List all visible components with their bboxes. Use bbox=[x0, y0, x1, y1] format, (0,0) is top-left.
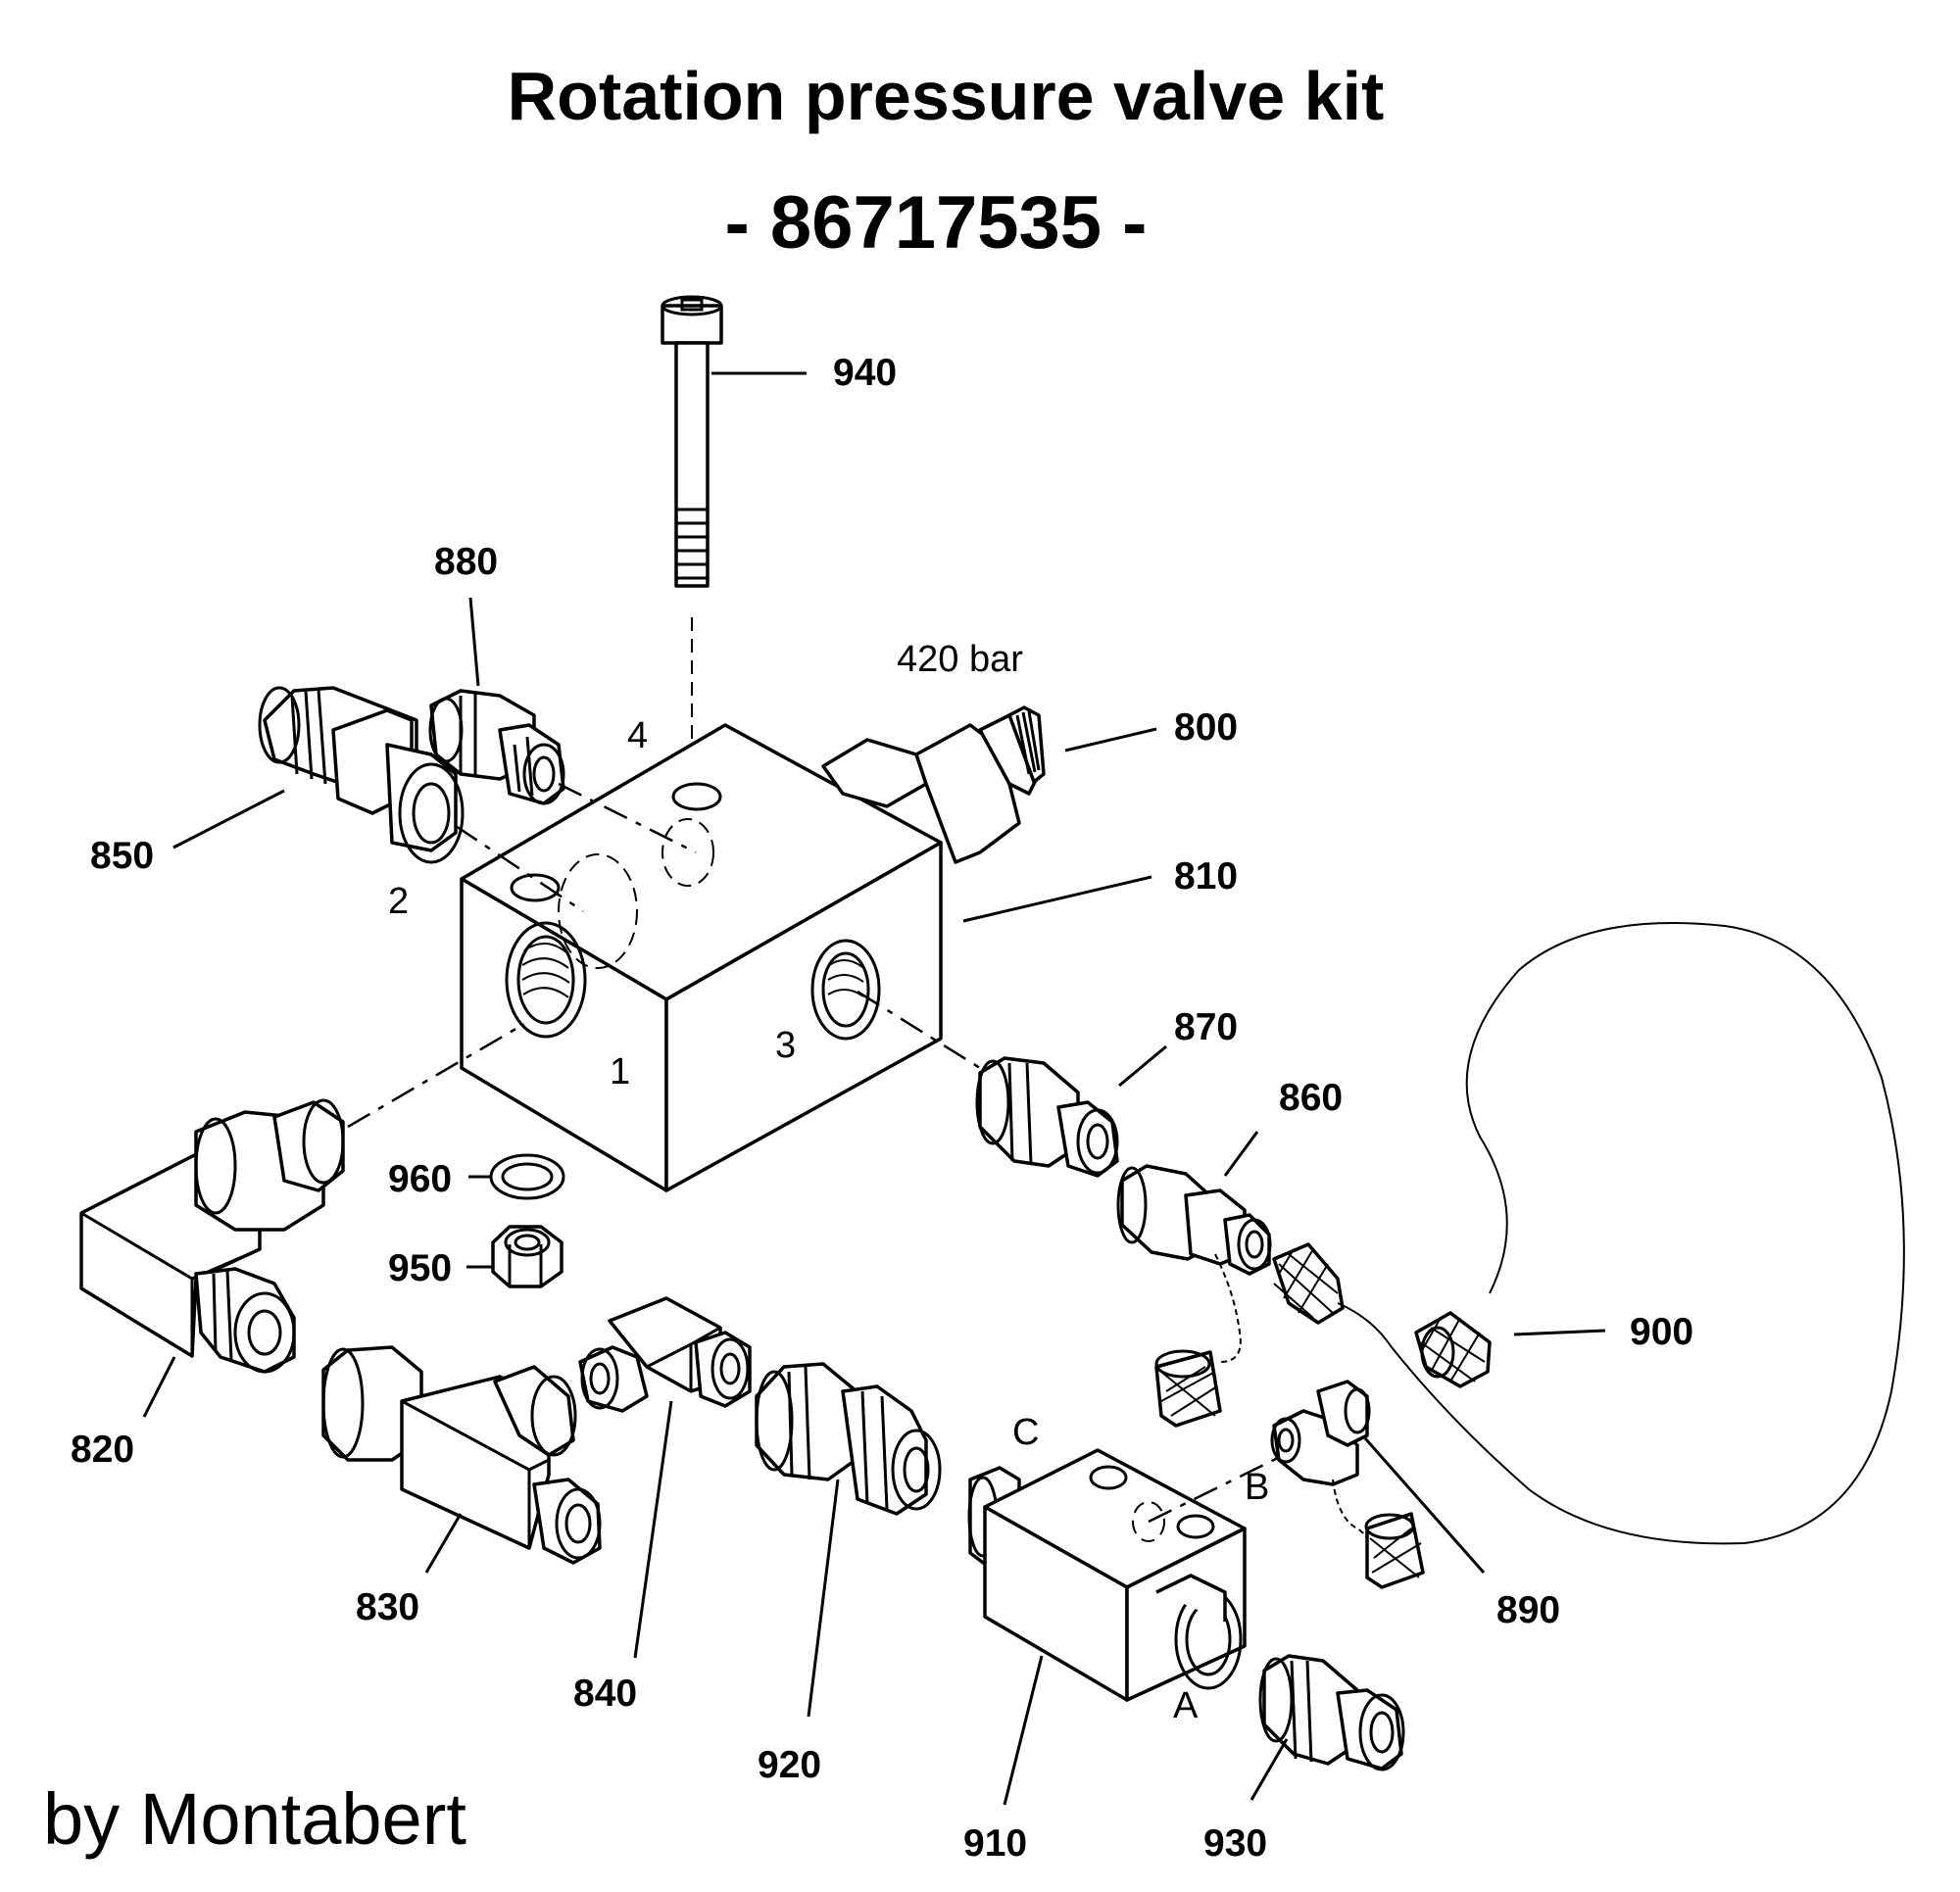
elbow-fitting-840 bbox=[578, 1296, 752, 1413]
port-label-A: A bbox=[1173, 1685, 1199, 1726]
tee-fitting-830 bbox=[321, 1345, 602, 1565]
washer-960 bbox=[489, 1153, 565, 1200]
test-coupling-860 bbox=[1116, 1164, 1272, 1428]
part-number: - 86717535 - bbox=[725, 181, 1148, 265]
callout-890: 890 bbox=[1496, 1589, 1560, 1631]
callout-880: 880 bbox=[434, 541, 498, 583]
callout-820: 820 bbox=[71, 1429, 134, 1471]
callout-950: 950 bbox=[388, 1247, 452, 1289]
port-label-B: B bbox=[1245, 1467, 1269, 1508]
callout-800: 800 bbox=[1174, 706, 1238, 749]
callout-870: 870 bbox=[1174, 1006, 1238, 1048]
nut-950 bbox=[491, 1225, 564, 1288]
fitting-880 bbox=[428, 689, 565, 805]
callout-920: 920 bbox=[758, 1744, 821, 1786]
valve-block-810 bbox=[460, 723, 943, 1192]
pressure-setting-note: 420 bar bbox=[897, 639, 1023, 680]
port-label-C: C bbox=[1012, 1412, 1039, 1453]
test-coupling-890 bbox=[1270, 1380, 1425, 1589]
elbow-fitting-820 bbox=[79, 1098, 345, 1374]
bolt-940 bbox=[661, 295, 723, 794]
leader-lines bbox=[142, 371, 1606, 1806]
test-block-910 bbox=[967, 1448, 1247, 1702]
port-label-1: 1 bbox=[610, 1051, 630, 1092]
port-label-3: 3 bbox=[775, 1025, 796, 1066]
callout-960: 960 bbox=[388, 1158, 452, 1200]
callout-860: 860 bbox=[1279, 1077, 1343, 1119]
port-label-2: 2 bbox=[388, 881, 409, 922]
callout-940: 940 bbox=[833, 352, 897, 394]
pressure-valve-800 bbox=[821, 705, 1046, 864]
fitting-930 bbox=[1258, 1654, 1405, 1771]
callout-810: 810 bbox=[1174, 855, 1238, 897]
port-label-4: 4 bbox=[627, 715, 648, 756]
callout-900: 900 bbox=[1630, 1311, 1693, 1353]
callout-830: 830 bbox=[356, 1586, 419, 1628]
fitting-850 bbox=[258, 686, 465, 864]
diagram-title: Rotation pressure valve kit bbox=[508, 58, 1385, 134]
callout-930: 930 bbox=[1203, 1822, 1267, 1865]
test-hose-900 bbox=[1272, 922, 1905, 1545]
brand-label: by Montabert bbox=[43, 1778, 466, 1860]
callout-850: 850 bbox=[90, 835, 154, 877]
callout-840: 840 bbox=[573, 1673, 637, 1715]
callout-910: 910 bbox=[963, 1822, 1027, 1865]
fitting-920 bbox=[755, 1362, 942, 1516]
fitting-870 bbox=[975, 1056, 1119, 1178]
